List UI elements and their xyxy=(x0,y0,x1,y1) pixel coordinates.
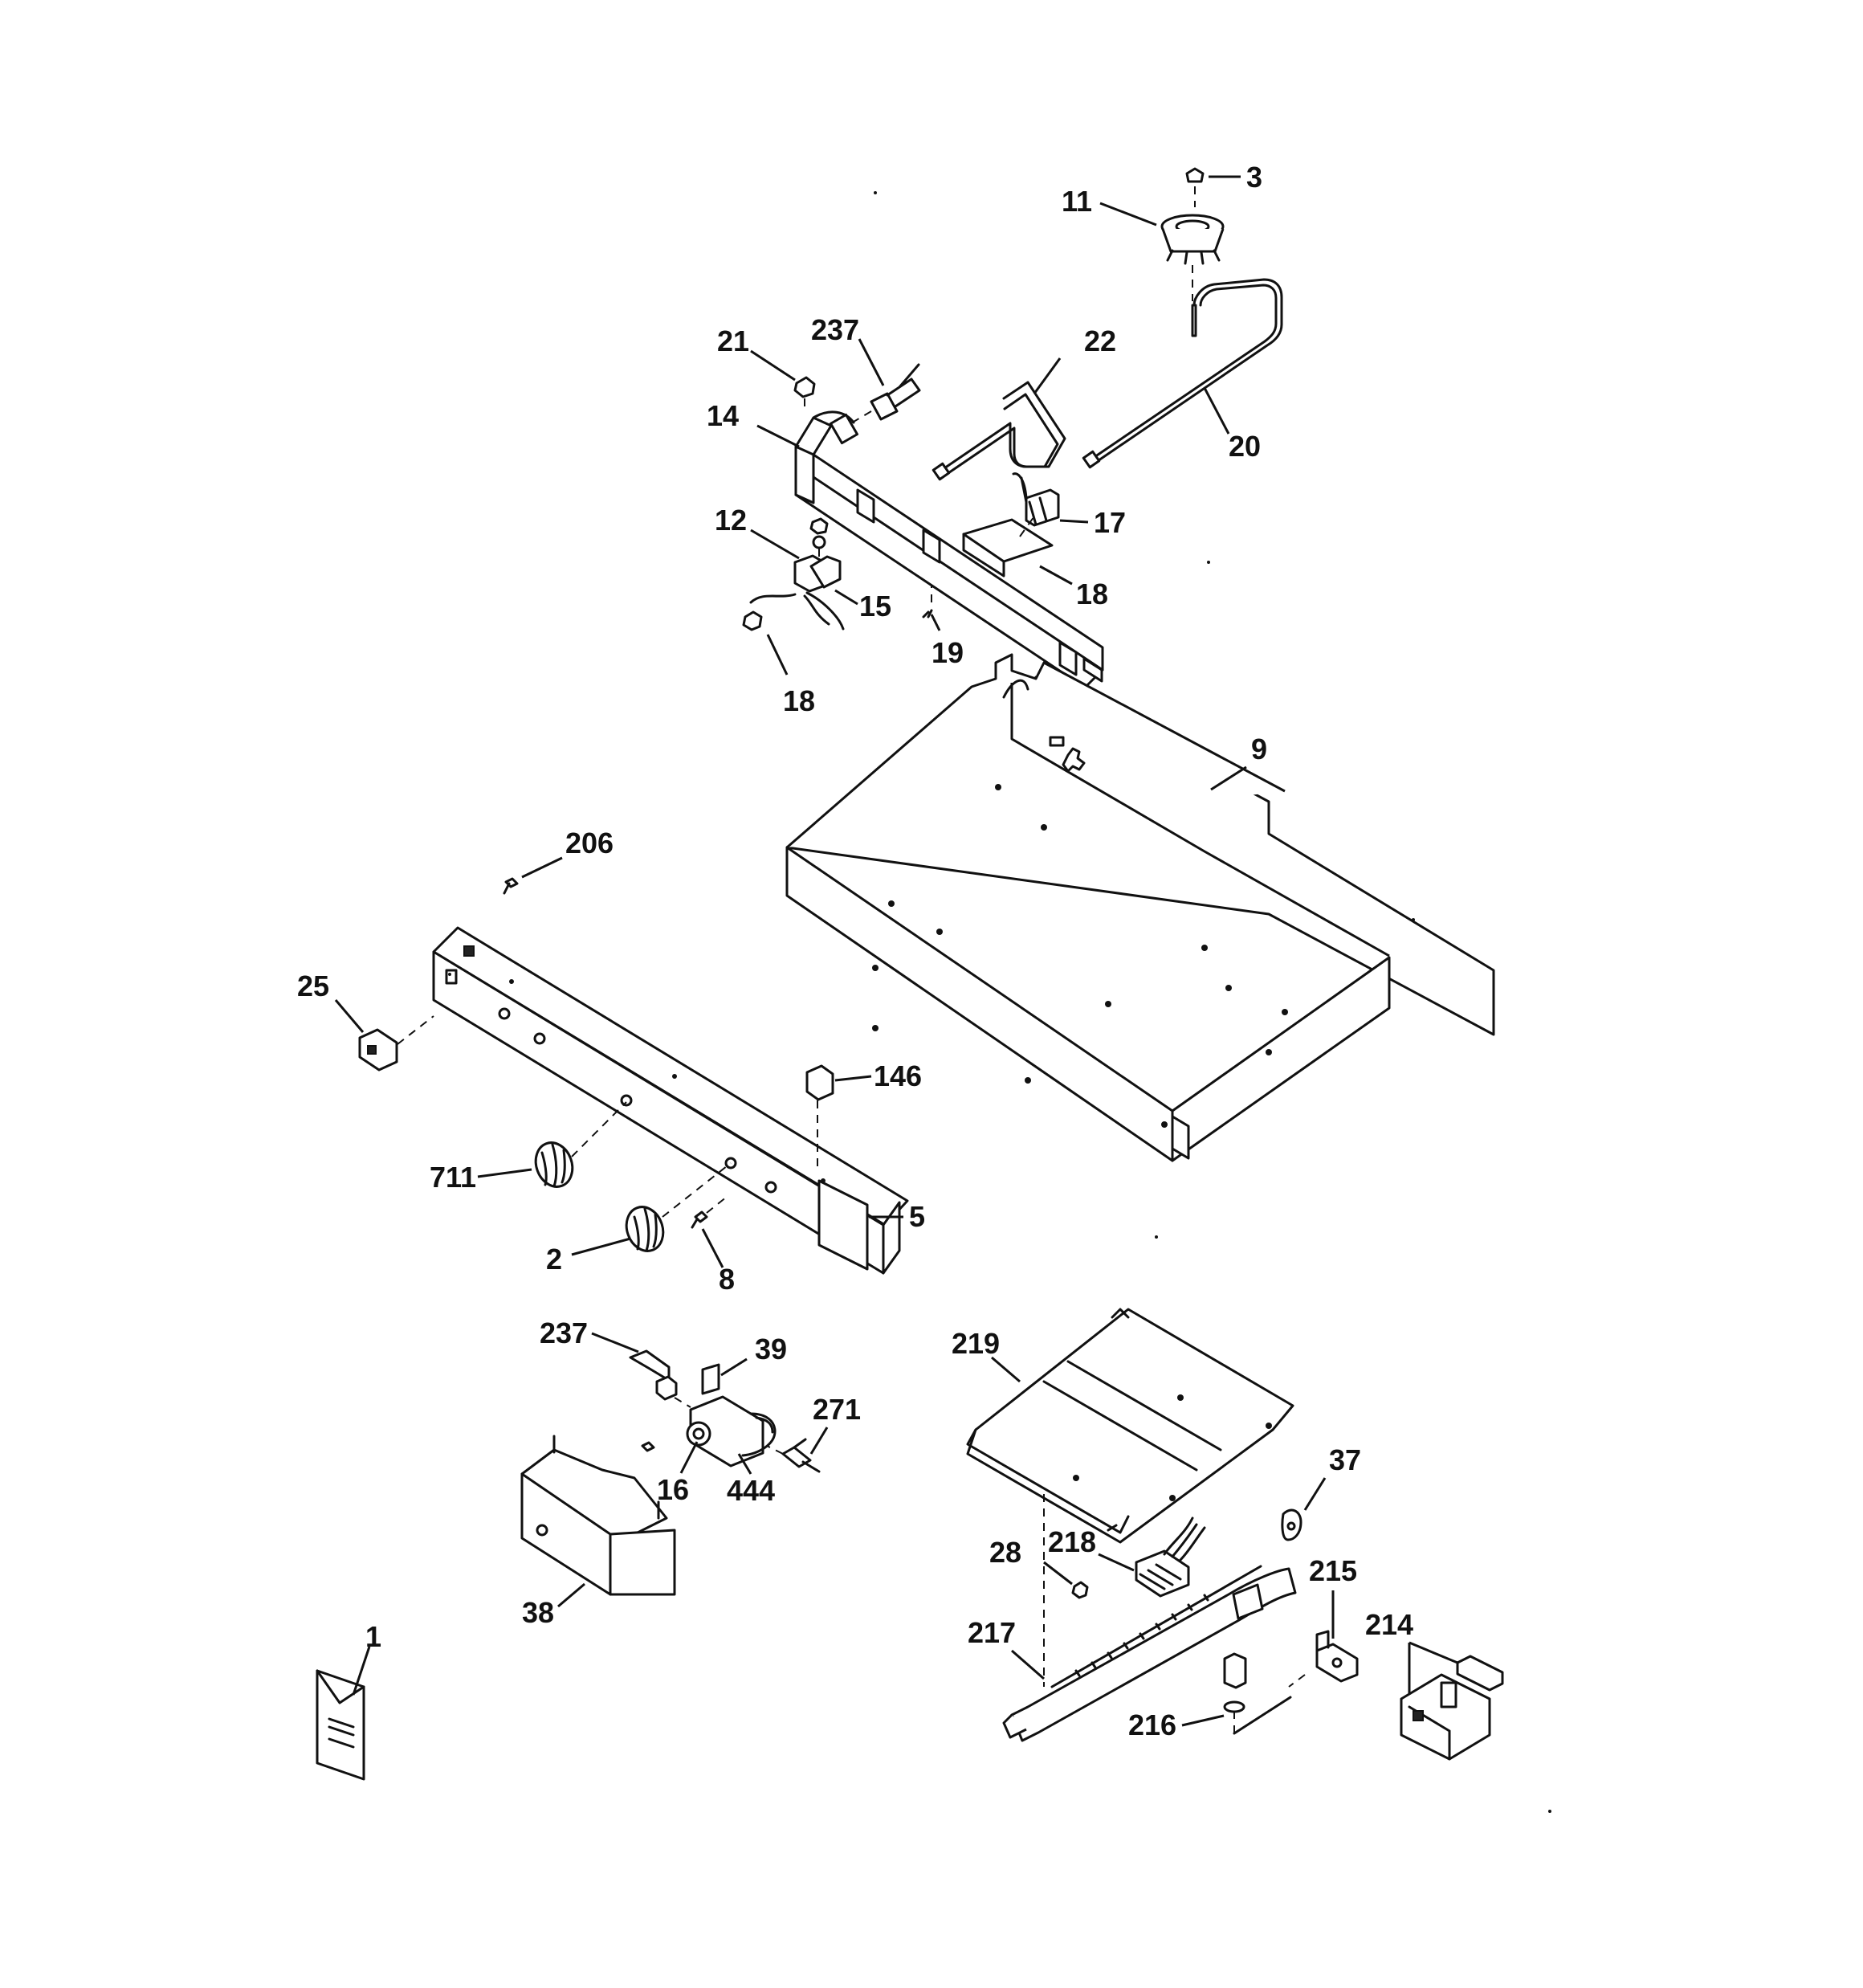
part-17-valve xyxy=(1012,472,1060,527)
part-37-spacer xyxy=(1281,1508,1302,1541)
part-screw-small xyxy=(641,1441,655,1452)
callout-218: 218 xyxy=(1048,1525,1096,1558)
part-217-broil-burner xyxy=(1002,1565,1297,1742)
callout-5: 5 xyxy=(909,1200,925,1233)
callout-19: 19 xyxy=(932,636,964,669)
callout-206: 206 xyxy=(565,827,614,859)
callout-37: 37 xyxy=(1329,1443,1361,1476)
part-38-cover-bracket xyxy=(520,1435,676,1596)
part-2-knob xyxy=(625,1162,732,1252)
callout-216: 216 xyxy=(1128,1708,1176,1741)
part-39-oven-thermostat xyxy=(686,1363,777,1468)
part-237-orifice-fitting xyxy=(849,363,921,425)
callout-9: 9 xyxy=(1251,733,1267,765)
callout-38: 38 xyxy=(522,1596,554,1629)
part-28-nut xyxy=(1071,1581,1089,1599)
callout-215: 215 xyxy=(1309,1554,1357,1587)
callout-39: 39 xyxy=(755,1333,787,1365)
part-9-chassis-pan xyxy=(785,653,1495,1162)
callout-146: 146 xyxy=(874,1059,922,1092)
callout-28: 28 xyxy=(989,1536,1021,1569)
part-237-orifice-fitting-lower xyxy=(629,1349,691,1408)
callout-25: 25 xyxy=(297,970,329,1002)
callout-217: 217 xyxy=(968,1616,1016,1649)
callout-21: 21 xyxy=(717,325,749,357)
part-20-gas-tube xyxy=(1082,278,1283,469)
part-18-nut xyxy=(742,610,763,631)
callout-15: 15 xyxy=(859,590,891,623)
callout-3: 3 xyxy=(1246,161,1262,194)
callout-18-lower: 18 xyxy=(783,684,815,717)
part-1-literature-packet xyxy=(316,1669,365,1781)
callout-219: 219 xyxy=(952,1327,1000,1360)
callout-2: 2 xyxy=(546,1243,562,1276)
callout-1: 1 xyxy=(365,1620,381,1653)
callout-271: 271 xyxy=(813,1393,861,1426)
part-18-mounting-plate xyxy=(962,513,1054,578)
callout-444: 444 xyxy=(727,1474,775,1507)
callout-18-upper: 18 xyxy=(1076,578,1108,610)
part-218-igniter xyxy=(1135,1517,1206,1598)
scan-dots xyxy=(448,191,1551,1813)
callout-8: 8 xyxy=(719,1263,735,1296)
part-216-orifice-holder xyxy=(1223,1652,1292,1735)
part-8-screw xyxy=(691,1196,728,1229)
part-219-burner-baffle xyxy=(966,1308,1294,1544)
part-711-knob xyxy=(534,1101,627,1188)
callout-20: 20 xyxy=(1229,430,1261,463)
callout-14: 14 xyxy=(707,399,739,432)
callout-16: 16 xyxy=(657,1473,689,1506)
callout-12: 12 xyxy=(715,504,747,537)
part-146-clip xyxy=(805,1064,834,1173)
callout-11: 11 xyxy=(1062,185,1092,218)
part-3-screw xyxy=(1185,167,1205,207)
callout-711: 711 xyxy=(430,1161,476,1194)
part-22-gas-tube xyxy=(932,381,1066,481)
part-11-burner-cap xyxy=(1160,214,1225,301)
part-5-control-panel xyxy=(432,926,909,1275)
part-19-screw xyxy=(922,586,933,618)
part-21-nut xyxy=(793,376,816,410)
callout-17: 17 xyxy=(1094,506,1126,539)
part-271-thermocouple-fitting xyxy=(766,1438,821,1473)
part-25-switch xyxy=(358,1015,434,1072)
part-206-screw xyxy=(503,877,519,895)
callout-22: 22 xyxy=(1084,325,1116,357)
callout-237-lower: 237 xyxy=(540,1316,588,1349)
callout-237-top: 237 xyxy=(811,313,859,346)
part-14-manifold-pipe xyxy=(794,410,1104,689)
part-215-bracket xyxy=(1288,1630,1359,1688)
callout-214: 214 xyxy=(1365,1608,1413,1641)
part-214-gas-valve xyxy=(1400,1655,1504,1761)
part-12-igniter-valve xyxy=(749,517,845,631)
